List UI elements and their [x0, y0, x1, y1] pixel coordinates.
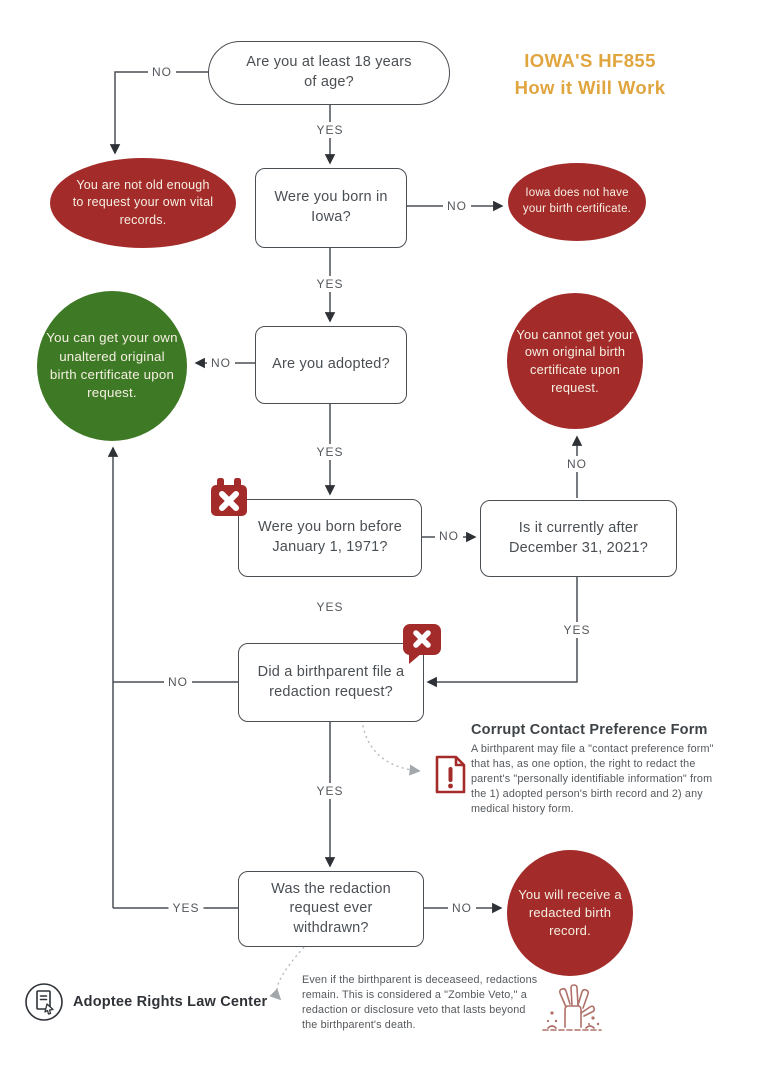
zombie-hand-icon: [542, 984, 602, 1031]
node-outcome-redacted-record: You will receive a redacted birth record…: [507, 850, 633, 976]
node-question-redaction-request: Did a birthparent file a redaction reque…: [238, 643, 424, 722]
node-text: Were you born before January 1, 1971?: [258, 519, 402, 555]
node-outcome-can-get-certificate: You can get your own unaltered original …: [37, 291, 187, 441]
edge-label-after-yes: YES: [559, 622, 595, 638]
edge-label-age-no: NO: [148, 64, 176, 80]
alert-document-icon: [435, 755, 466, 794]
footer-org-name: Adoptee Rights Law Center: [73, 994, 268, 1010]
edge-label-age-yes: YES: [312, 122, 348, 138]
node-question-born-before-1971: Were you born before January 1, 1971?: [238, 499, 422, 577]
edge-label-after-no: NO: [563, 456, 591, 472]
calendar-x-icon: [211, 478, 247, 516]
node-text: Are you adopted?: [272, 356, 390, 373]
edge-label-adopted-yes: YES: [312, 444, 348, 460]
edge-label-redaction-no: NO: [164, 674, 192, 690]
node-text: Were you born in Iowa?: [274, 189, 388, 225]
edge-label-iowa-yes: YES: [312, 276, 348, 292]
node-text: You will receive a redacted birth record…: [518, 887, 622, 938]
node-outcome-no-certificate: Iowa does not have your birth certificat…: [508, 163, 646, 241]
node-question-born-iowa: Were you born in Iowa?: [255, 168, 407, 248]
node-text: Is it currently after December 31, 2021?: [508, 519, 649, 556]
edge-label-withdrawn-no: NO: [448, 900, 476, 916]
title-line-1: IOWA'S HF855: [524, 50, 656, 71]
corrupt-form-heading: Corrupt Contact Preference Form: [471, 722, 708, 738]
node-outcome-cannot-get-certificate: You cannot get your own original birth c…: [507, 293, 643, 429]
chat-x-icon: [403, 624, 441, 664]
edge-label-iowa-no: NO: [443, 198, 471, 214]
edge-label-withdrawn-yes: YES: [168, 900, 204, 916]
edge-label-adopted-no: NO: [207, 355, 235, 371]
title-line-2: How it Will Work: [514, 76, 666, 98]
edge-label-born-no: NO: [435, 528, 463, 544]
edge-label-redaction-yes: YES: [312, 783, 348, 799]
node-text: Did a birthparent file a redaction reque…: [257, 663, 405, 700]
node-text: You can get your own unaltered original …: [46, 330, 178, 401]
node-text: Are you at least 18 years of age?: [246, 54, 412, 90]
law-center-logo-icon: [25, 983, 63, 1021]
node-outcome-not-old-enough: You are not old enough to request your o…: [50, 158, 236, 248]
page-title: IOWA'S HF855 How it Will Work: [490, 48, 690, 102]
footer-brand: Adoptee Rights Law Center: [24, 982, 267, 1022]
edge-label-born-yes: YES: [312, 599, 348, 615]
zombie-veto-body: Even if the birthparent is deceaseed, re…: [302, 974, 538, 1032]
node-text: Iowa does not have your birth certificat…: [522, 187, 632, 215]
node-question-adopted: Are you adopted?: [255, 326, 407, 404]
corrupt-form-body: A birthparent may file a "contact prefer…: [471, 743, 714, 816]
node-question-age: Are you at least 18 years of age?: [208, 41, 450, 105]
node-question-withdrawn: Was the redaction request ever withdrawn…: [238, 871, 424, 947]
node-text: You are not old enough to request your o…: [72, 178, 214, 227]
node-question-after-2021: Is it currently after December 31, 2021?: [480, 500, 677, 577]
node-text: Was the redaction request ever withdrawn…: [271, 880, 391, 936]
node-text: You cannot get your own original birth c…: [516, 326, 634, 395]
